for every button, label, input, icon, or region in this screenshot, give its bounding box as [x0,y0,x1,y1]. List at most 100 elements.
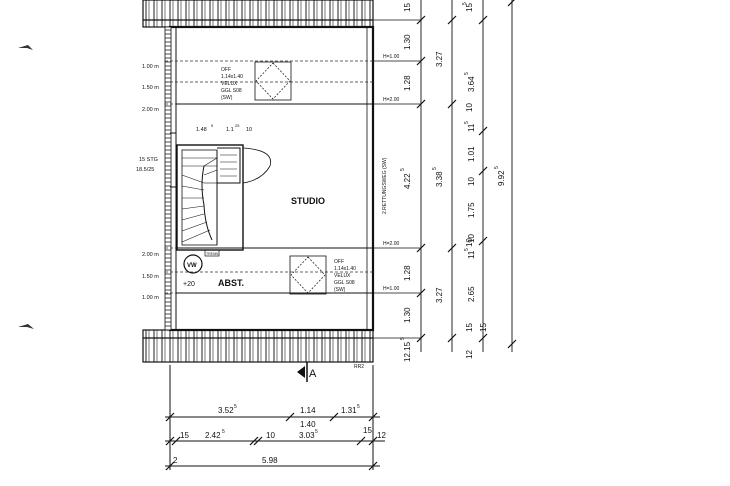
svg-text:5.98: 5.98 [262,456,278,465]
svg-text:1.14x1.40: 1.14x1.40 [221,74,243,80]
svg-text:5: 5 [464,72,470,75]
svg-text:1.30: 1.30 [403,34,412,50]
stair-dim-a: 1.48 [196,127,207,133]
roof-strip-bottom [142,329,374,363]
svg-text:10: 10 [465,103,474,112]
left-wall-hatch [164,26,172,331]
dims-v3-text: 3.64 5 11 5 1.01 10 1.75 10 11 5 2.65 15 [464,72,488,332]
svg-text:10: 10 [467,234,476,243]
marker-h100-top: H=1.00 [383,54,399,60]
svg-text:(SW): (SW) [334,287,346,293]
skylight-top [254,61,292,101]
skylight-top-text: OFF 1.14x1.40 VELUX GGL S08 (SW) [221,67,243,101]
svg-text:10: 10 [465,238,474,247]
svg-text:10: 10 [266,431,275,440]
svg-text:3.27: 3.27 [435,287,444,303]
dim-chains-v [373,0,517,352]
svg-text:3.64: 3.64 [467,76,476,92]
room-abst: ABST. [218,278,244,288]
svg-text:1.31: 1.31 [341,406,357,415]
skylight-bottom [289,255,327,295]
dims-h2-text: 15 2.42 5 10 3.03 5 15 12 [180,426,386,440]
svg-text:5: 5 [432,167,438,170]
stair-label-2: 18.5/25 [136,167,154,173]
aux-label: TRENN [206,252,219,256]
svg-text:1.75: 1.75 [467,202,476,218]
svg-text:15: 15 [465,3,474,12]
svg-text:GGL S08: GGL S08 [221,88,242,94]
svg-text:2.42: 2.42 [205,431,221,440]
svg-text:OFF: OFF [221,67,231,73]
svg-text:11: 11 [467,250,476,259]
room-studio: STUDIO [291,196,325,206]
svg-text:5: 5 [234,404,237,410]
svg-text:9.92: 9.92 [497,170,506,186]
svg-text:1.14x1.40: 1.14x1.40 [334,266,356,272]
dims-v1-text: 15 1.30 1.28 4.22 5 1.28 1.30 12.15 5 [400,3,412,362]
svg-text:1.30: 1.30 [403,307,412,323]
svg-text:4.22: 4.22 [403,173,412,189]
stair-dim-b-sup: 25 [235,123,240,128]
svg-text:2.65: 2.65 [467,286,476,302]
dims-v4-text: 9.92 5 [494,166,506,186]
dims-h3-text: 2 5.98 [173,456,278,465]
svg-text:VELUX: VELUX [334,273,351,279]
svg-text:1.14: 1.14 [300,406,316,415]
marker-h200-bottom: H=2.00 [383,241,399,247]
svg-text:5: 5 [494,166,500,169]
svg-text:5: 5 [222,429,225,435]
ref-label: RR2 [354,364,364,370]
svg-text:GGL S08: GGL S08 [334,280,355,286]
svg-text:OFF: OFF [334,259,344,265]
plus20-label: +20 [183,281,195,288]
marker-h200-top: H=2.00 [383,97,399,103]
svg-text:10: 10 [467,177,476,186]
section-arrow [297,366,305,378]
svg-text:1.28: 1.28 [403,75,412,91]
svg-text:11: 11 [467,123,476,132]
left-height-6: 1.00 m [142,295,159,301]
svg-text:3.38: 3.38 [435,171,444,187]
svg-text:5: 5 [462,2,468,5]
vw-circle [183,254,203,274]
svg-text:15: 15 [363,426,372,435]
left-height-3: 2.00 m [142,107,159,113]
svg-text:1.01: 1.01 [467,146,476,162]
stair-dim-c: 10 [246,127,252,133]
skylight-bottom-text: OFF 1.14x1.40 VELUX GGL S08 (SW) [334,259,356,293]
marker-h100-bottom: H=1.00 [383,286,399,292]
section-label: A [309,368,317,380]
roof-strip-top [142,0,374,28]
vw-label: VW [187,263,197,269]
svg-text:1.28: 1.28 [403,265,412,281]
svg-text:15: 15 [479,323,488,332]
stair-dim-b: 1.1 [226,127,234,133]
left-height-2: 1.50 m [142,85,159,91]
svg-text:15: 15 [465,323,474,332]
dims-h1-text: 3.52 5 1.14 1.40 1.31 5 [218,404,360,429]
svg-text:5: 5 [400,337,406,340]
svg-text:15: 15 [180,431,189,440]
stair-dim-a-sup: 5 [211,123,214,128]
svg-text:5: 5 [464,248,470,251]
svg-text:12: 12 [465,350,474,359]
svg-text:5: 5 [357,404,360,410]
svg-text:3.27: 3.27 [435,51,444,67]
staircase [176,144,272,251]
scan-marks [18,45,34,329]
left-height-4: 2.00 m [142,252,159,258]
stair-label-1: 15 STG [139,157,158,163]
svg-text:12: 12 [377,431,386,440]
svg-text:5: 5 [315,429,318,435]
svg-text:5: 5 [400,168,406,171]
escape-route-label: 2.RETTUNGSWEG (SW) [382,157,388,214]
svg-text:2: 2 [173,456,178,465]
dims-v2-text: 15 5 3.27 10 3.38 5 10 3.27 15 12 [432,2,474,359]
svg-text:12.15: 12.15 [403,341,412,362]
svg-text:5: 5 [464,121,470,124]
left-height-1: 1.00 m [142,64,159,70]
dim-chains-h [165,412,385,471]
svg-text:1.40: 1.40 [300,420,316,429]
